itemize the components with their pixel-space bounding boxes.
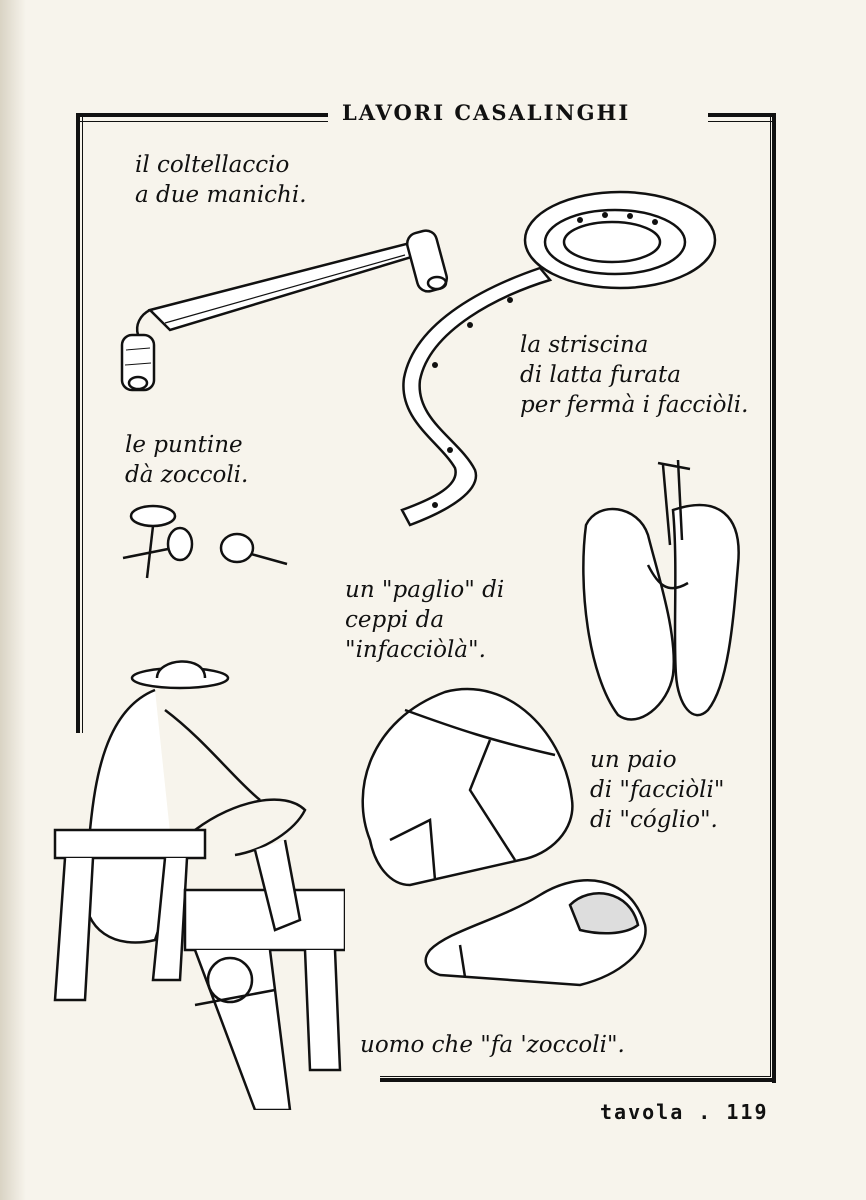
drawknife-illustration	[120, 229, 449, 392]
frame-top-left	[76, 113, 328, 122]
frame-bottom	[380, 1076, 776, 1082]
caption-line: a due manichi.	[135, 182, 307, 208]
caption-line: ceppi da	[345, 607, 445, 633]
frame-top-right	[708, 113, 776, 122]
clog-blocks-illustration	[582, 459, 740, 721]
clogmaker-illustration	[53, 660, 345, 1110]
caption-line: uomo che "fa 'zoccoli".	[360, 1032, 625, 1058]
caption-paglio: un "paglio" di ceppi da "infacciòlà".	[345, 575, 504, 665]
caption-line: il coltellaccio	[135, 152, 290, 178]
clog-upper-illustration	[361, 687, 574, 887]
caption-puntine: le puntine dà zoccoli.	[125, 430, 248, 490]
caption-line: un paio	[590, 747, 677, 773]
small-clog-illustration	[424, 879, 647, 987]
caption-coltellaccio: il coltellaccio a due manichi.	[135, 150, 307, 210]
caption-striscina: la striscina di latta furata per fermà i…	[520, 330, 748, 420]
frame-left	[76, 113, 83, 733]
caption-line: di latta furata	[520, 362, 681, 388]
caption-line: di "facciòli"	[590, 777, 725, 803]
page-title: LAVORI CASALINGHI	[342, 100, 631, 125]
caption-paio: un paio di "facciòli" di "cóglio".	[590, 745, 724, 835]
caption-line: le puntine	[125, 432, 243, 458]
caption-uomo: uomo che "fa 'zoccoli".	[360, 1030, 625, 1060]
caption-line: dà zoccoli.	[125, 462, 249, 488]
caption-line: un "paglio" di	[345, 577, 505, 603]
caption-line: di "cóglio".	[590, 807, 718, 833]
nails-illustration	[122, 504, 288, 579]
caption-line: la striscina	[520, 332, 649, 358]
frame-right	[770, 113, 776, 1083]
page-edge-shadow	[0, 0, 26, 1200]
caption-line: "infacciòlà".	[345, 637, 486, 663]
caption-line: per fermà i facciòli.	[520, 392, 749, 418]
page-number: tavola . 119	[600, 1100, 769, 1124]
tin-strip-illustration	[400, 190, 717, 527]
